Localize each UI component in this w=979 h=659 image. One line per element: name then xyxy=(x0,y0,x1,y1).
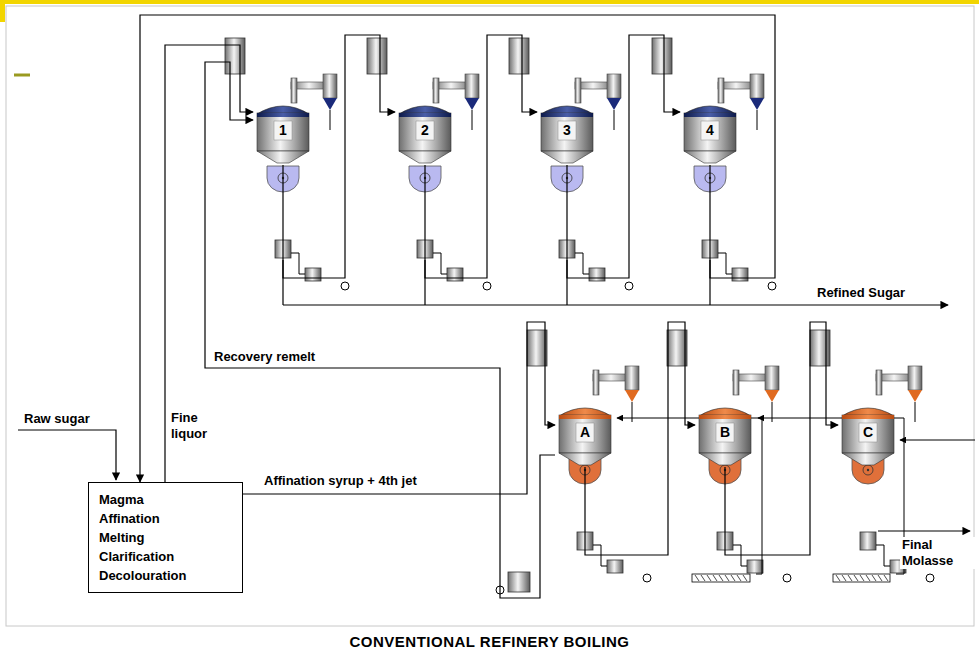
stream-label: Raw sugar xyxy=(22,411,92,427)
process-box: MagmaAffinationMeltingClarificationDecol… xyxy=(88,482,243,593)
process-step: Affination xyxy=(99,509,232,528)
pan-number: B xyxy=(695,424,755,440)
stream-label: Refined Sugar xyxy=(815,285,907,301)
vacuum-pan: 1 xyxy=(253,100,313,165)
vacuum-pan: 2 xyxy=(395,100,455,165)
stream-label: Affination syrup + 4th jet xyxy=(262,473,419,489)
pan-number: 4 xyxy=(680,122,740,138)
pan-number: 2 xyxy=(395,122,455,138)
process-step: Melting xyxy=(99,528,232,547)
vacuum-pan: 3 xyxy=(537,100,597,165)
process-step: Decolouration xyxy=(99,566,232,585)
vacuum-pan: 4 xyxy=(680,100,740,165)
flow-line xyxy=(243,322,555,494)
flow-line xyxy=(205,62,555,598)
pan-number: 3 xyxy=(537,122,597,138)
flow-line xyxy=(140,15,775,482)
stream-label: Final Molasse xyxy=(900,537,979,569)
process-step: Clarification xyxy=(99,547,232,566)
pan-number: A xyxy=(555,424,615,440)
pan-number: 1 xyxy=(253,122,313,138)
diagram-caption: CONVENTIONAL REFINERY BOILING xyxy=(0,633,979,650)
vacuum-pan: C xyxy=(838,402,898,467)
stream-label: Fine liquor xyxy=(169,410,223,442)
process-step: Magma xyxy=(99,490,232,509)
vacuum-pan: A xyxy=(555,402,615,467)
flow-line xyxy=(165,45,253,482)
pan-number: C xyxy=(838,424,898,440)
vacuum-pan: B xyxy=(695,402,755,467)
stream-label: Recovery remelt xyxy=(212,349,317,365)
